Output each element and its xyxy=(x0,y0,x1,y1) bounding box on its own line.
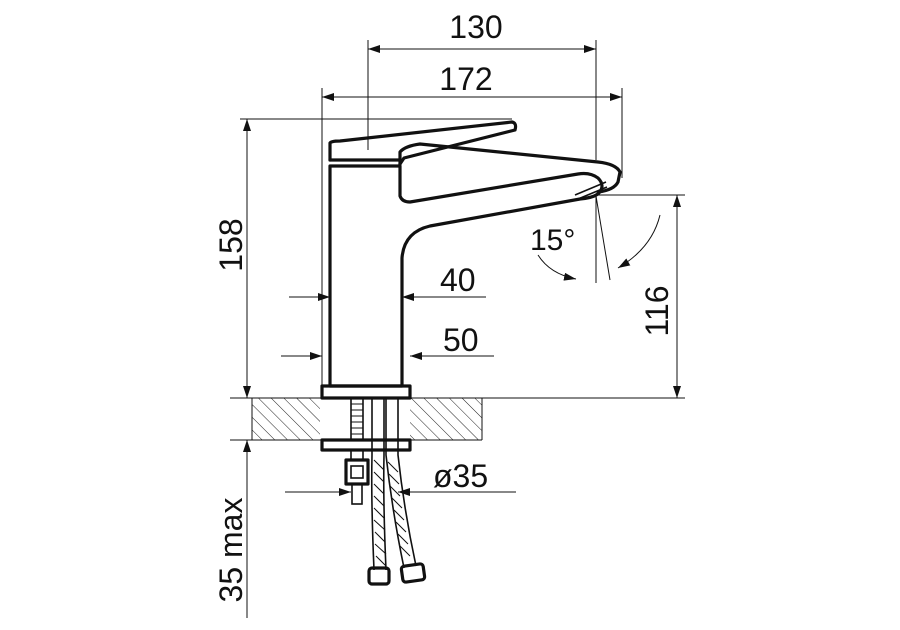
countertop-section xyxy=(230,397,685,441)
dim-label-158: 158 xyxy=(213,218,249,271)
faucet-body xyxy=(320,120,622,400)
dimension-labels: 130 172 158 116 15° 40 50 ø35 35 max xyxy=(213,9,675,602)
dim-label-172: 172 xyxy=(439,61,492,97)
base-ring xyxy=(320,384,412,400)
hose-left xyxy=(370,398,387,571)
mounting-assembly xyxy=(320,397,427,586)
extension-lines xyxy=(240,40,685,386)
hose-right xyxy=(385,398,417,569)
dim-label-mount-thickness: 35 max xyxy=(213,498,249,603)
spout-top xyxy=(398,142,622,194)
dim-label-50: 50 xyxy=(443,322,479,358)
faucet-outline xyxy=(328,164,604,388)
lever-handle xyxy=(328,120,518,166)
dim-label-angle: 15° xyxy=(530,224,575,257)
threaded-rod xyxy=(351,403,363,435)
dim-label-diameter: ø35 xyxy=(433,458,488,494)
dimension-lines xyxy=(243,45,681,618)
dim-label-40: 40 xyxy=(440,262,476,298)
dim-label-116: 116 xyxy=(639,285,675,336)
dim-label-130: 130 xyxy=(449,9,502,45)
